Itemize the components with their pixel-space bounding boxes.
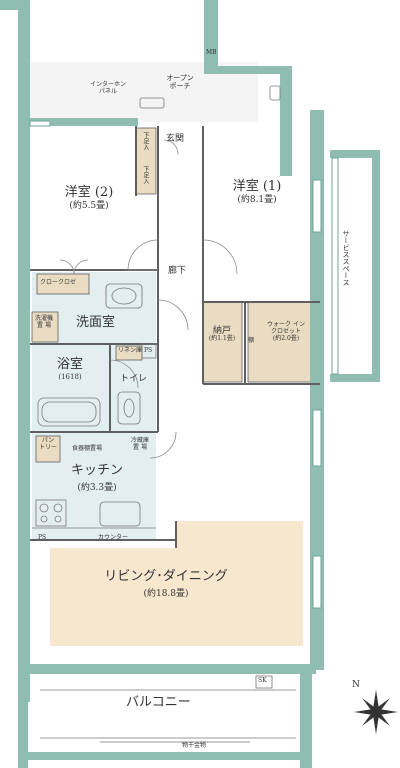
room-bath: 浴室 (1618) xyxy=(56,357,84,381)
pantry-area: パン トリー xyxy=(38,437,58,452)
north-label: N xyxy=(352,680,360,690)
pantry-label1: パン xyxy=(41,437,55,444)
room-washroom-name: 洗面室 xyxy=(76,315,116,330)
cloak-closet xyxy=(36,273,90,295)
linen-label: リネン庫 xyxy=(118,347,143,354)
room-western1: 洋室 (1) (約8.1畳) xyxy=(232,179,282,205)
shoe-rack-bottom-label: 下足入 xyxy=(141,166,149,184)
room-balcony-name: バルコニー xyxy=(126,695,191,710)
room-wic-name1: ウォーク イン xyxy=(267,321,305,328)
room-porch-name2: ポーチ xyxy=(169,82,191,91)
fridge-label2: 置 場 xyxy=(133,443,147,451)
room-wic: ウォーク イン クロゼット (約2.0畳) xyxy=(267,321,305,343)
door-swings xyxy=(59,139,238,459)
room-porch-name1: オープン xyxy=(166,74,194,82)
mb-label: MB xyxy=(206,49,217,56)
room-kitchen: キッチン (約3.3畳) xyxy=(70,463,124,493)
cloak-label: クロークロゼ xyxy=(40,279,77,286)
fridge-area: 冷蔵庫 置 場 xyxy=(130,437,150,452)
room-wic-size: (約2.0畳) xyxy=(272,334,300,342)
room-toilet-name: トイレ xyxy=(120,374,148,384)
room-western1-size: (約8.1畳) xyxy=(237,194,277,205)
drying-rack-label: 物干金物 xyxy=(182,742,207,749)
intercom-label2: パネル xyxy=(98,87,118,95)
room-western2-name: 洋室 (2) xyxy=(64,185,114,200)
shoe-rack-top-label: 下足入 xyxy=(141,132,149,150)
room-kitchen-size: (約3.3畳) xyxy=(77,482,117,493)
pantry xyxy=(35,435,61,463)
intercom-label1: インターホン xyxy=(89,81,127,88)
ldk-floor xyxy=(50,548,176,646)
service-space-label: サービススペース xyxy=(342,230,351,286)
room-kitchen-name: キッチン xyxy=(70,463,124,478)
washer-area: 洗濯機 置 場 xyxy=(34,315,54,330)
room-bath-size: (1618) xyxy=(58,372,82,381)
ps-bottom-label: PS xyxy=(38,534,47,541)
counter-label: カウンター xyxy=(98,534,129,541)
room-closet-size: (約1.1畳) xyxy=(208,335,236,343)
compass-rose xyxy=(354,690,398,734)
room-closet: 納戸 (約1.1畳) xyxy=(209,326,235,343)
washer-label1: 洗濯機 xyxy=(34,315,54,322)
intercom-panel: インターホン パネル xyxy=(89,81,127,96)
details xyxy=(32,85,296,743)
washer-space xyxy=(31,311,59,343)
room-ldk-size: (約18.8畳) xyxy=(143,588,189,599)
room-western2-size: (約5.5畳) xyxy=(69,200,109,211)
pantry-label2: トリー xyxy=(38,443,58,451)
shelf-label: 棚 xyxy=(248,337,255,344)
room-ldk: リビング･ダイニング (約18.8畳) xyxy=(104,569,228,599)
windows xyxy=(29,120,339,609)
ps-top-label: PS xyxy=(144,347,153,354)
room-closet-name: 納戸 xyxy=(212,326,232,336)
room-western1-name: 洋室 (1) xyxy=(232,179,282,194)
room-porch: オープン ポーチ xyxy=(166,74,194,90)
room-hallway-name: 廊下 xyxy=(168,266,187,276)
room-bath-name: 浴室 xyxy=(56,357,84,372)
room-western2: 洋室 (2) (約5.5畳) xyxy=(64,185,114,211)
room-entrance-name: 玄関 xyxy=(166,134,185,144)
outer-walls xyxy=(0,0,380,768)
room-ldk-name: リビング･ダイニング xyxy=(104,569,228,584)
fridge-label1: 冷蔵庫 xyxy=(130,437,150,444)
dish-shelf-label: 食器棚置場 xyxy=(72,445,103,452)
sk-label: SK xyxy=(258,677,267,684)
room-wic-name2: クロゼット xyxy=(270,327,302,335)
washer-label2: 置 場 xyxy=(37,321,51,329)
ldk-floor-right xyxy=(176,521,303,646)
